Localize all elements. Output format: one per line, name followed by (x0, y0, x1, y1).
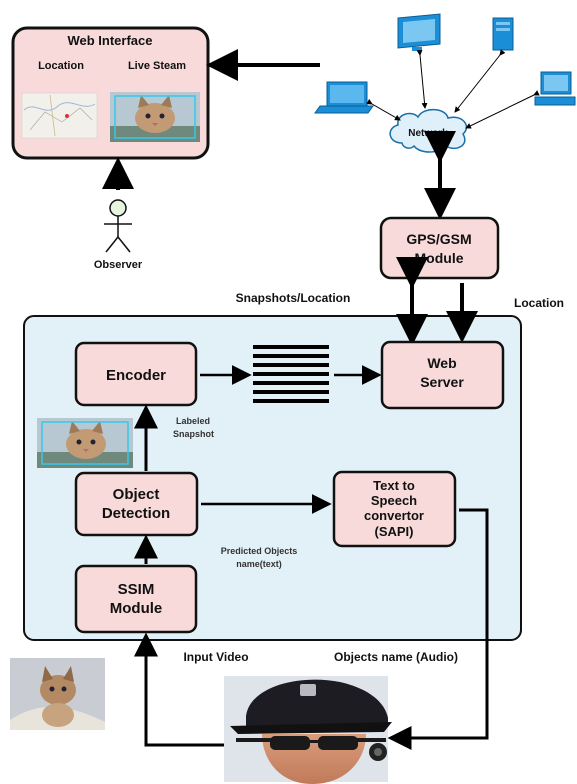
gps-module-label: Module (415, 250, 464, 266)
tts-line1: Text to (373, 478, 415, 493)
live-stream-label: Live Steam (128, 60, 186, 72)
ssim-module-box[interactable]: SSIM Module (74, 564, 198, 634)
encoder-label: Encoder (106, 367, 166, 384)
gps-gsm-label: GPS/GSM (406, 231, 471, 247)
server-tower-icon (492, 17, 514, 51)
live-stream-cat-thumbnail (110, 92, 200, 142)
input-cat-photo (10, 658, 105, 730)
detection-label: Detection (102, 505, 170, 522)
link-tower-network (454, 49, 506, 113)
ssim-label: SSIM (118, 581, 155, 598)
observer-label: Observer (94, 259, 143, 271)
tts-line2: Speech (371, 493, 417, 508)
link-laptop-network (366, 98, 401, 121)
input-video-label: Input Video (183, 650, 248, 664)
arrow-input-video (134, 632, 224, 747)
object-detection-box[interactable]: Object Detection (74, 471, 199, 537)
location-side-label: Location (514, 296, 564, 310)
location-label: Location (38, 60, 84, 72)
labeled-snapshot-thumbnail (37, 418, 133, 468)
snapshot-label: Snapshot (173, 429, 214, 439)
monitor-icon (397, 13, 441, 51)
arrow-audio-to-user (387, 508, 489, 750)
server-label: Server (420, 374, 464, 390)
user-with-camera-glasses-photo (224, 676, 392, 784)
labeled-label: Labeled (176, 416, 210, 426)
predicted-objects-label: Predicted Objects (221, 546, 298, 556)
desktop-icon (534, 71, 576, 106)
laptop-icon (314, 81, 374, 114)
link-monitor-network (416, 49, 428, 109)
predicted-name-text-label: name(text) (236, 559, 282, 569)
network-label: Network (408, 128, 448, 139)
map-thumbnail-icon (21, 92, 98, 139)
web-server-box[interactable]: Web Server (380, 340, 505, 410)
tts-line3: convertor (364, 508, 424, 523)
ssim-module-label: Module (110, 600, 163, 617)
tts-line4: (SAPI) (375, 524, 414, 539)
link-desktop-network (465, 90, 540, 129)
snapshots-location-label: Snapshots/Location (236, 291, 351, 305)
web-interface-title: Web Interface (67, 33, 152, 48)
text-to-speech-box[interactable]: Text to Speech convertor (SAPI) (332, 470, 457, 548)
web-interface-box[interactable]: Web Interface Location Live Steam (11, 26, 210, 160)
encoder-box[interactable]: Encoder (74, 341, 198, 407)
object-label: Object (113, 486, 160, 503)
objects-audio-label: Objects name (Audio) (334, 650, 458, 664)
observer-stick-figure-icon (104, 199, 132, 253)
encoded-stream-icon (253, 345, 329, 403)
gps-gsm-module-box[interactable]: GPS/GSM Module (379, 216, 500, 280)
web-label: Web (427, 355, 456, 371)
